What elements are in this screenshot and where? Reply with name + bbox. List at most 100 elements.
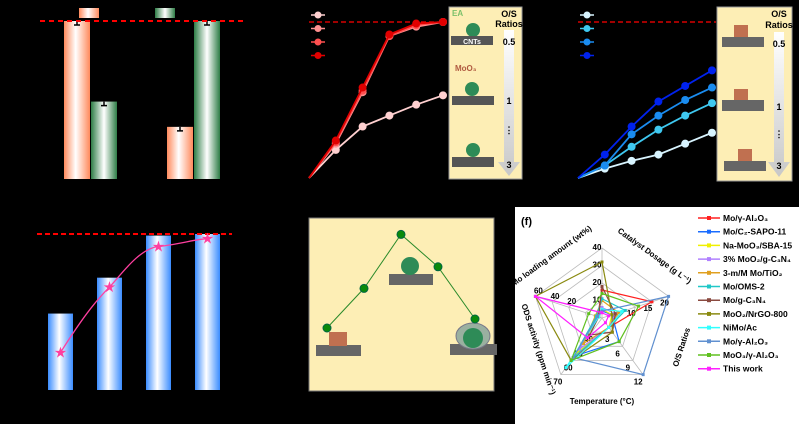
legend-label: MoO₂/NrGO-800: [723, 309, 788, 319]
legend-marker: [707, 243, 711, 248]
axis-tick-label: 60: [564, 363, 573, 372]
axis-line: [535, 295, 603, 319]
legend-marker: [707, 216, 711, 220]
legend-marker: [707, 353, 711, 357]
substrate: [452, 157, 494, 167]
series-polygon: [572, 297, 627, 359]
data-point: [600, 311, 604, 315]
data-point: [607, 325, 611, 329]
legend-marker: [314, 25, 322, 32]
axis-tick-label: 60: [534, 286, 543, 295]
data-point: [569, 358, 573, 362]
data-point: [650, 300, 654, 304]
data-point: [385, 111, 394, 120]
grid-ring: [551, 265, 653, 361]
data-point: [708, 128, 716, 137]
ratio-label: 3: [776, 161, 781, 171]
axis-title: Temperature (°C): [570, 397, 635, 406]
star-marker: ★: [152, 238, 165, 255]
data-point: [396, 229, 406, 239]
axis-tick-label: 40: [593, 243, 602, 252]
legend-marker: [583, 38, 591, 46]
cnts-label: CNTs: [463, 39, 481, 46]
star-marker: ★: [54, 345, 67, 362]
grid-ring: [534, 247, 670, 376]
data-point: [617, 340, 621, 344]
data-point: [596, 315, 600, 319]
moo3-label: MoO₃: [455, 64, 477, 73]
data-point: [600, 260, 604, 264]
legend-label: Na-MoO₃/SBA-15: [723, 240, 792, 250]
axis-tick-label: 6: [615, 349, 620, 358]
inset-title-2: Ratios: [765, 20, 793, 30]
axis-tick-label: 40: [551, 292, 560, 301]
ratio-label: 1: [776, 102, 781, 112]
data-point: [627, 130, 636, 139]
data-point: [667, 294, 671, 298]
error-bar: [177, 126, 183, 132]
ratio-label: 0.5: [503, 37, 516, 47]
axis-tick-label: 20: [567, 297, 576, 306]
bar: [146, 235, 171, 390]
panel-e-background: [308, 217, 495, 392]
data-point: [681, 81, 690, 90]
legend-label: MoO₃/γ-Al₂O₃: [723, 350, 779, 360]
data-point: [577, 347, 581, 351]
legend-label: NiMo/Ac: [723, 323, 757, 333]
substrate: [452, 96, 494, 105]
series-line: [308, 21, 444, 179]
data-point: [654, 111, 663, 120]
cnt-substrate: [451, 36, 493, 45]
data-point: [607, 314, 611, 318]
data-point: [681, 96, 690, 104]
data-point: [610, 313, 614, 317]
legend-swatch-orange: [79, 8, 99, 18]
data-point: [470, 314, 480, 324]
axis-tick-label: 9: [626, 363, 631, 372]
star-marker: ★: [201, 231, 214, 248]
data-point: [623, 308, 627, 312]
data-point: [627, 142, 636, 151]
legend-marker: [583, 11, 591, 19]
legend-label: Mo/γ-Al₂O₃: [723, 213, 768, 223]
data-point: [385, 30, 394, 39]
data-point: [610, 330, 614, 334]
moo3-cube-icon: [329, 332, 347, 346]
fit-curve: [59, 238, 208, 353]
panel-d-bar-chart: ★ ★ ★ ★: [37, 231, 232, 390]
bar: [167, 126, 193, 179]
data-point: [600, 297, 604, 301]
panel-b-inset: O/S Ratios 0.5 1 ⋮ 3 CNTs EA MoO₃: [448, 6, 523, 180]
data-point: [603, 321, 607, 325]
axis-tick-label: 70: [553, 378, 562, 387]
panel-e-chart: [308, 217, 497, 392]
data-point: [600, 161, 609, 170]
legend-label: Mo/OMS-2: [723, 282, 765, 292]
axis-tick-label: 12: [634, 378, 643, 387]
data-point: [654, 150, 663, 159]
legend-marker: [707, 339, 711, 344]
data-point: [600, 285, 604, 288]
series-line: [577, 86, 713, 179]
data-point: [586, 336, 590, 340]
legend-label: This work: [723, 364, 763, 374]
data-point: [600, 306, 604, 309]
error-bar: [101, 101, 107, 107]
data-point: [433, 262, 443, 272]
substrate: [389, 274, 433, 285]
data-point: [588, 333, 592, 337]
data-point: [600, 307, 604, 311]
bar: [64, 21, 90, 179]
data-point: [600, 150, 609, 159]
star-marker: ★: [103, 279, 116, 296]
legend-marker: [583, 52, 591, 59]
data-point: [641, 373, 645, 377]
series-line: [577, 131, 713, 179]
legend-marker: [314, 11, 322, 19]
legend-marker: [583, 25, 591, 32]
catalyst-cluster-icon: [401, 257, 419, 275]
data-point: [587, 312, 591, 316]
legend-label: 3-m/M Mo/TiO₂: [723, 268, 783, 278]
bar: [194, 21, 220, 179]
